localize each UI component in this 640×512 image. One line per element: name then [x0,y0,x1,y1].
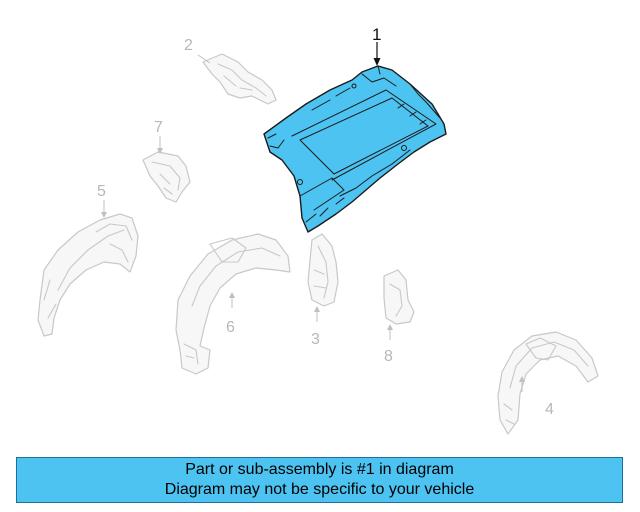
part-5-wheelhouse-liner [37,200,139,337]
part-3-pillar [307,233,339,322]
part-8-reinforcement [383,269,415,340]
callout-6: 6 [226,319,235,336]
callout-8: 8 [384,348,393,365]
callout-1: 1 [372,25,381,44]
banner-line-1: Part or sub-assembly is #1 in diagram [185,461,454,478]
part-7-bracket [142,136,191,203]
callout-3: 3 [311,331,320,348]
part-2-bracket [197,53,277,105]
part-6-inner-wheelhouse [175,233,291,375]
callout-5: 5 [97,183,106,200]
callout-7: 7 [154,119,163,136]
callout-2: 2 [184,37,193,54]
info-banner: Part or sub-assembly is #1 in diagram Di… [16,457,623,503]
part-1-quarter-inner-panel [263,65,447,233]
parts-diagram: 2 7 5 6 3 [37,25,599,435]
part-4-wheelhouse-liner [497,331,599,435]
part-1-body [263,65,447,233]
banner-line-2: Diagram may not be specific to your vehi… [164,481,475,498]
callout-4: 4 [545,401,554,418]
